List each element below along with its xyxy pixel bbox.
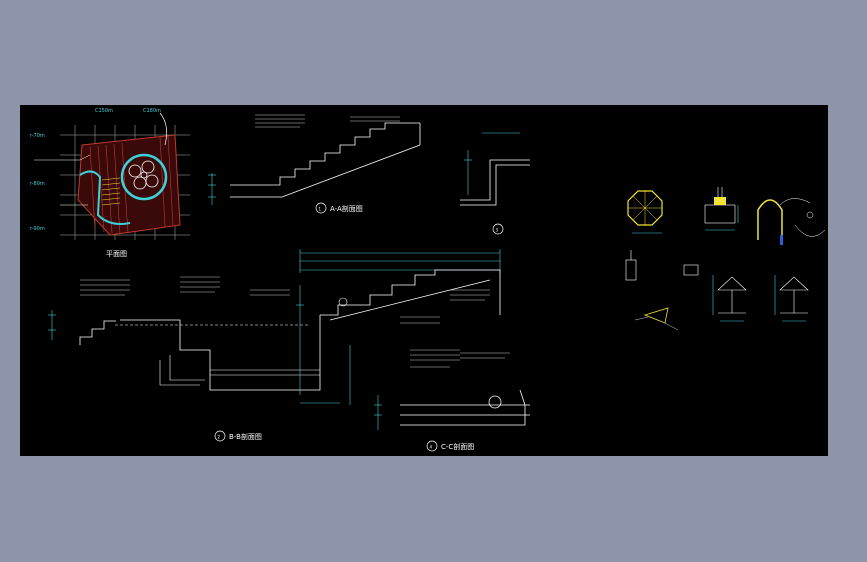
footing-plate: [714, 197, 726, 205]
section-b-pool: [159, 355, 320, 386]
post-detail: [625, 250, 699, 281]
path-curve: [159, 112, 167, 146]
umbrella-elevation-1: [717, 276, 747, 314]
detail-3-number: 3: [496, 228, 499, 233]
section-b-upper-marker: [338, 297, 348, 307]
detail-3-dims: [464, 132, 520, 195]
section-b-upper-notes: [400, 289, 490, 324]
section-b-dims: [48, 285, 351, 405]
plan-grid-label-x1: C150m: [95, 108, 113, 114]
section-b-b: 2 B-B剖面图: [48, 276, 351, 442]
section-c-dims: [374, 395, 382, 430]
section-b-number: 2: [218, 435, 221, 440]
cad-drawing-sheet: C150m C180m r-70m r-80m r-90m 平面图 1 A-A剖…: [30, 108, 826, 452]
pond-circle: [120, 153, 168, 201]
section-c-title: C-C剖面图: [441, 442, 474, 451]
plan-grid-label-y1: r-70m: [30, 133, 45, 139]
elevation-dims: [712, 275, 806, 322]
arch-extras: [779, 198, 826, 237]
detail-3-callout-circle: [492, 223, 504, 235]
detail-3-profile: [460, 159, 530, 206]
umbrella-ribs: [628, 191, 662, 225]
section-a-notes: [255, 114, 400, 128]
section-b-top-dims: [299, 249, 501, 273]
plan-view: C150m C180m r-70m r-80m r-90m 平面图: [30, 108, 190, 258]
right-details: [625, 187, 826, 331]
cad-drawing-viewport[interactable]: C150m C180m r-70m r-80m r-90m 平面图 1 A-A剖…: [20, 105, 828, 456]
plan-leaders: [34, 154, 91, 206]
section-b-upper-stairs: [320, 269, 501, 321]
footing-dims: [705, 205, 739, 231]
section-c-callout-circle: [426, 440, 438, 452]
plan-grid-label-x2: C180m: [143, 108, 161, 114]
arch-post: [780, 235, 783, 245]
section-c-number: 4: [430, 445, 433, 450]
section-c-c: 4 C-C剖面图: [374, 349, 530, 452]
section-a-a: 1 A-A剖面图: [208, 114, 421, 214]
section-b-stairs: [79, 315, 321, 391]
section-b-callout-circle: [214, 430, 226, 442]
section-b-upper: [299, 249, 501, 324]
deck-hatch: [89, 135, 174, 235]
plan-grid-label-y3: r-90m: [30, 226, 45, 232]
section-b-title: B-B剖面图: [229, 432, 262, 441]
section-c-profile: [400, 389, 530, 426]
detail-3: 3: [460, 132, 530, 235]
plan-stairs: [101, 177, 121, 206]
pond-stones: [128, 160, 159, 190]
water-channel: [79, 170, 131, 225]
pennant-leaders: [634, 316, 679, 331]
plan-grid-label-y2: r-80m: [30, 181, 45, 187]
section-a-number: 1: [319, 207, 322, 212]
section-a-dims: [208, 173, 216, 205]
pennant-detail: [643, 307, 669, 324]
deck-outline: [77, 134, 181, 236]
section-b-notes: [80, 276, 290, 296]
arch-detail: [757, 199, 783, 245]
section-c-notes: [410, 349, 510, 368]
section-a-callout-circle: [315, 202, 327, 214]
plan-title: 平面图: [106, 250, 127, 258]
section-a-stairs: [230, 122, 421, 198]
umbrella-elevation-2: [779, 276, 809, 314]
section-a-title: A-A剖面图: [330, 204, 363, 213]
umbrella-plan-octagon: [627, 190, 663, 226]
